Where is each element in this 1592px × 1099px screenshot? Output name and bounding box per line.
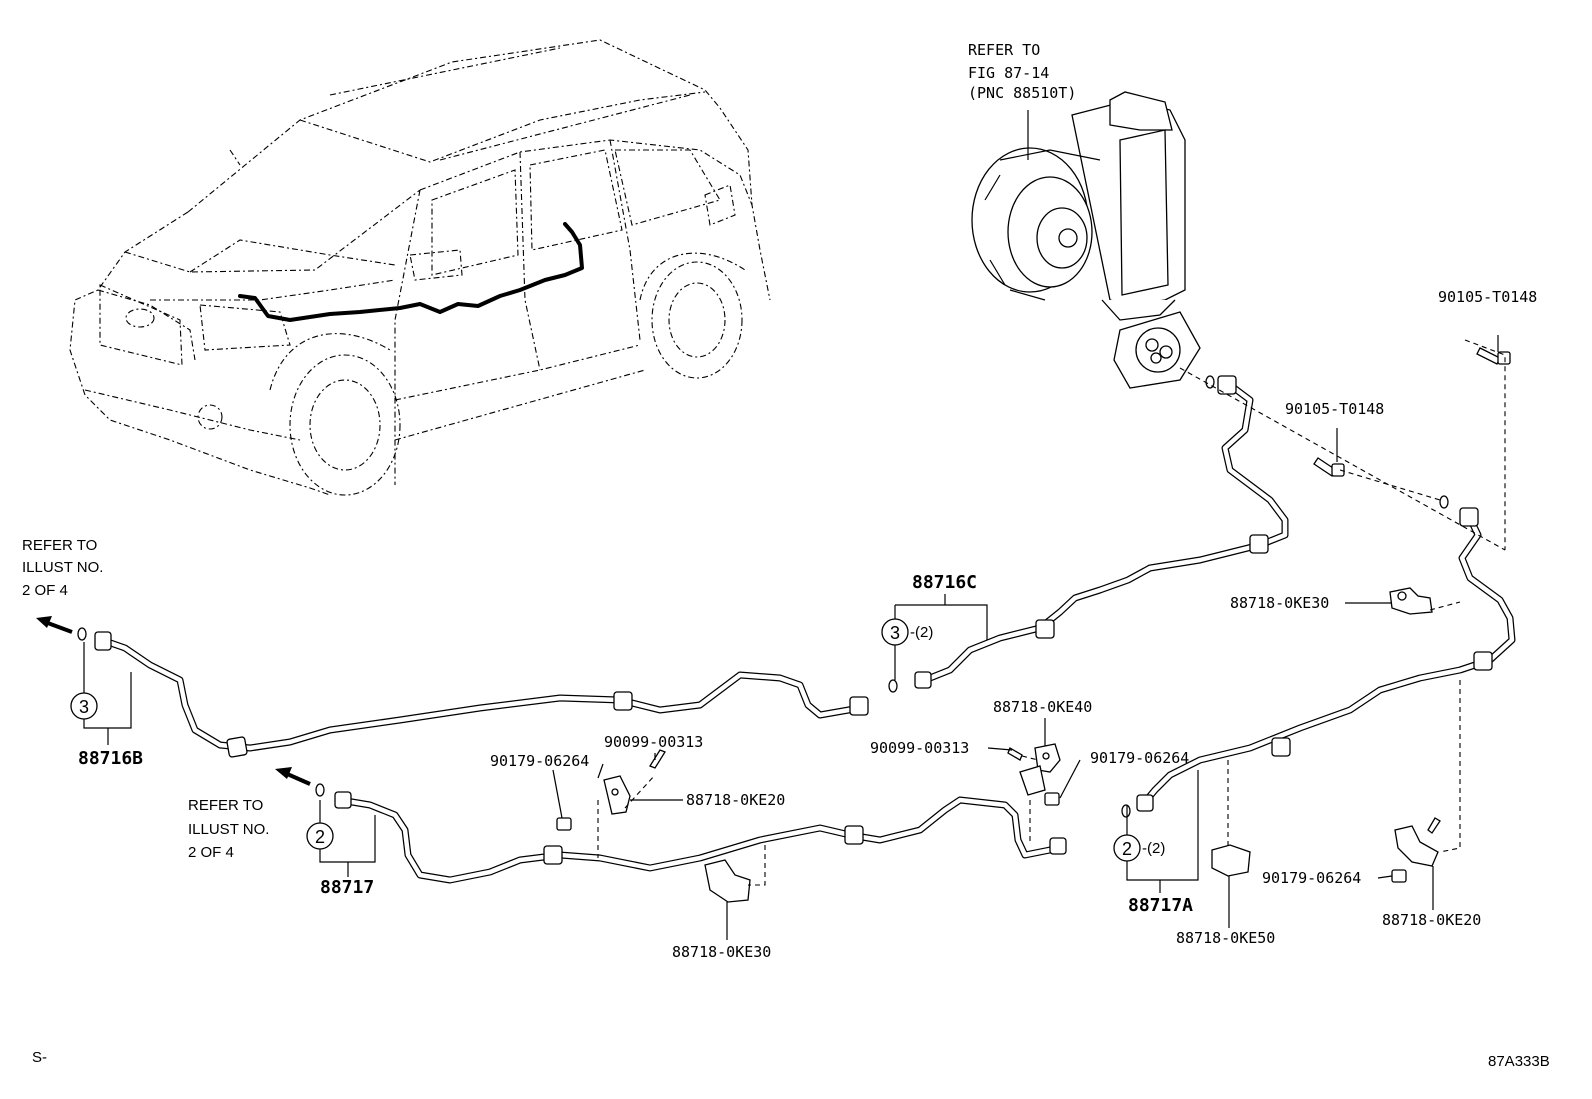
refer-arrow-upper	[36, 616, 73, 634]
part-label-88718-0KE40: 88718-0KE40	[993, 698, 1092, 716]
assembly-guide-lines	[597, 339, 1506, 886]
o-rings	[77, 375, 1449, 818]
refer-blower-line1: REFER TO	[968, 41, 1040, 59]
part-label-90179-06264-right: 90179-06264	[1262, 869, 1361, 887]
clamp-88718-0KE30-bottom	[704, 859, 751, 903]
part-label-90099-00313-mid: 90099-00313	[870, 739, 969, 757]
svg-text:3: 3	[79, 697, 89, 717]
refer-blower-line2: FIG 87-14	[968, 64, 1049, 82]
bolt-90105-b	[1313, 457, 1345, 477]
svg-text:3: 3	[890, 623, 900, 643]
clamp-88718-0KE30-right	[1389, 587, 1433, 615]
label-88716C: 88716C	[912, 572, 977, 593]
nut-90179-left	[556, 817, 572, 831]
bolt-90099-left	[649, 749, 666, 769]
corner-mark: S-	[32, 1049, 47, 1066]
part-label-90105-T0148-b: 90105-T0148	[1285, 400, 1384, 418]
part-label-88718-0KE20-left: 88718-0KE20	[686, 791, 785, 809]
refer-left-upper-line3: 2 OF 4	[22, 582, 68, 599]
clamp-88718-0KE40	[1019, 743, 1061, 796]
pipe-88716B	[98, 636, 864, 752]
clamp-88718-0KE20-left	[603, 775, 631, 815]
figure-id: 87A333B	[1488, 1053, 1550, 1070]
svg-text:2: 2	[315, 827, 325, 847]
bolt-90099-mid	[1007, 747, 1023, 761]
refer-left-lower-line1: REFER TO	[188, 797, 263, 814]
blower-unit	[971, 91, 1201, 389]
circle-callout-3-left: 3	[70, 692, 98, 720]
pipe-88717A	[1141, 514, 1516, 806]
pipe-fittings	[94, 375, 1493, 865]
clamp-88718-0KE50	[1211, 844, 1251, 877]
circle-callout-3-right: 3	[881, 618, 909, 646]
pipe-routing-highlight	[238, 222, 584, 322]
circle-callout-2-left: 2	[306, 822, 334, 850]
svg-text:2: 2	[1122, 839, 1132, 859]
pipe-88717	[336, 796, 1066, 884]
leader-lines	[83, 335, 1499, 940]
label-88717: 88717	[320, 877, 374, 898]
nut-90179-right	[1391, 869, 1407, 883]
refer-left-lower-line3: 2 OF 4	[188, 844, 234, 861]
part-label-90179-06264-mid: 90179-06264	[1090, 749, 1189, 767]
circle-callout-2-right: 2	[1113, 834, 1141, 862]
refer-blower-line3: (PNC 88510T)	[968, 84, 1076, 102]
refer-arrow-lower	[275, 767, 311, 786]
part-label-88718-0KE30-bottom: 88718-0KE30	[672, 943, 771, 961]
part-label-90099-00313-left: 90099-00313	[604, 733, 703, 751]
label-88716B: 88716B	[78, 748, 143, 769]
label-88717A: 88717A	[1128, 895, 1193, 916]
refer-left-upper-line1: REFER TO	[22, 537, 97, 554]
qty-label-2: -(2)	[1142, 840, 1165, 857]
nut-90179-mid	[1044, 792, 1060, 806]
refer-left-lower-line2: ILLUST NO.	[188, 821, 269, 838]
refer-left-upper-line2: ILLUST NO.	[22, 559, 103, 576]
vehicle-illustration	[69, 39, 771, 496]
bolt-90105-a	[1476, 347, 1511, 365]
part-label-90179-06264-left: 90179-06264	[490, 752, 589, 770]
pipe-88716C	[921, 381, 1289, 684]
clamp-88718-0KE20-right	[1394, 817, 1441, 867]
part-label-88718-0KE30-right: 88718-0KE30	[1230, 594, 1329, 612]
part-label-88718-0KE50: 88718-0KE50	[1176, 929, 1275, 947]
part-label-90105-T0148-a: 90105-T0148	[1438, 288, 1537, 306]
part-label-88718-0KE20-right: 88718-0KE20	[1382, 911, 1481, 929]
qty-label-3: -(2)	[910, 624, 933, 641]
